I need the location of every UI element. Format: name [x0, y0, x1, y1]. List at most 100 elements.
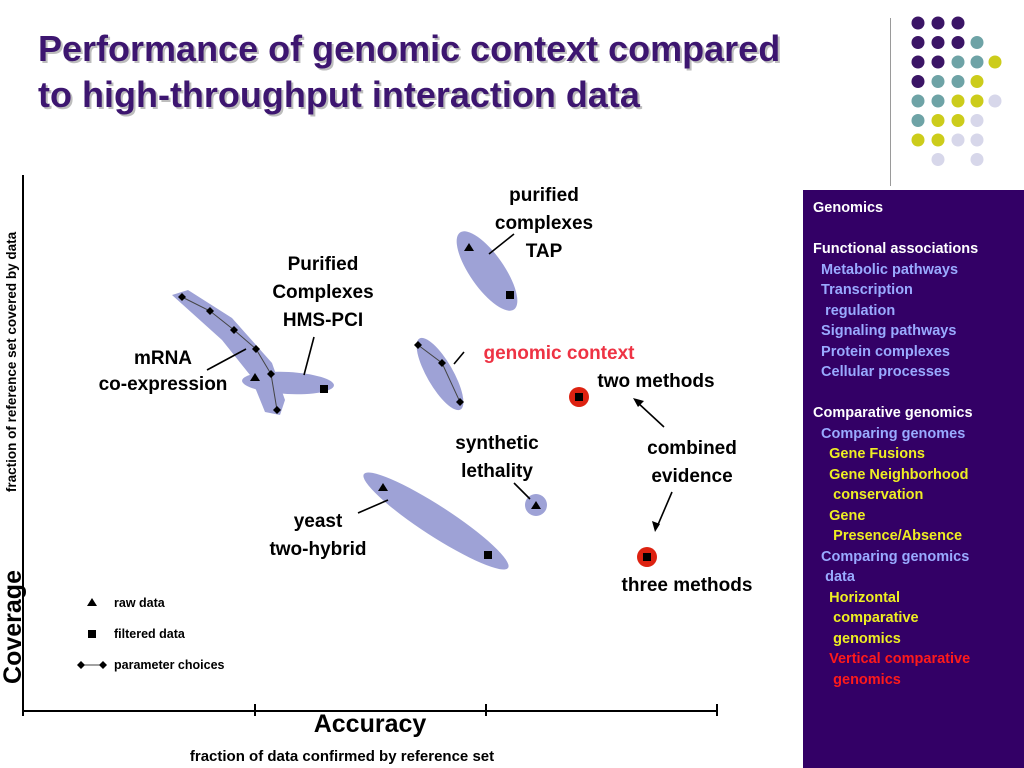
leader-hms-pci — [303, 336, 315, 376]
square-marker — [575, 393, 583, 401]
leader-genomic-context — [453, 351, 465, 365]
decorative-dot — [951, 36, 965, 49]
legend-diamond-icon — [99, 661, 107, 669]
slide-title-line2: to high-throughput interaction data — [38, 74, 640, 115]
triangle-marker — [531, 501, 541, 509]
arrow-to-three-methods — [656, 491, 673, 528]
divider-line — [890, 18, 891, 186]
diamond-marker — [252, 345, 260, 353]
decorative-dot — [931, 153, 945, 166]
label-two-methods: two methods — [597, 371, 714, 392]
triangle-marker — [250, 373, 260, 381]
sidebar-line: conservation — [813, 487, 924, 503]
arrowhead-two-methods — [633, 398, 644, 407]
sidebar-line: data — [813, 569, 855, 585]
diamond-marker — [438, 359, 446, 367]
y-axis-title: Coverage — [0, 570, 27, 684]
leader-tap — [488, 233, 515, 255]
decorative-dot — [951, 16, 965, 30]
decorative-dot — [931, 133, 945, 147]
decorative-dot — [988, 94, 1002, 108]
sidebar-line: regulation — [813, 302, 896, 319]
sidebar-line — [813, 219, 1024, 240]
sidebar-line — [813, 383, 1024, 404]
sidebar-line: Comparing genomes — [813, 425, 966, 442]
decorative-dot — [931, 94, 945, 108]
data-markers — [178, 243, 651, 561]
decorative-dot — [911, 16, 925, 30]
decorative-dot — [911, 94, 925, 108]
decorative-dot — [970, 94, 984, 108]
leader-yeast — [357, 499, 389, 514]
sidebar-line: genomics — [813, 630, 901, 647]
arrowhead-three-methods — [652, 521, 660, 532]
decorative-dot — [911, 133, 925, 147]
region-hms-pci — [242, 371, 334, 395]
decorative-dot — [970, 153, 984, 166]
sidebar-line: comparative — [813, 610, 919, 626]
decorative-dot — [970, 36, 984, 49]
decorative-dot-grid — [911, 16, 1002, 166]
sidebar-line: Gene Neighborhood — [813, 466, 969, 483]
decorative-dot — [931, 36, 945, 49]
sidebar-line: Metabolic pathways — [813, 261, 959, 278]
decorative-dot — [911, 114, 925, 127]
diamond-marker — [206, 307, 214, 315]
sidebar-line: Horizontal — [813, 589, 900, 606]
leader-lines — [206, 233, 673, 528]
sidebar-line: Functional associations — [813, 241, 979, 257]
decorative-dot — [970, 114, 984, 127]
leader-synthetic-lethality — [513, 482, 531, 500]
legend-label-raw: raw data — [114, 596, 166, 610]
decorative-dot — [970, 133, 984, 147]
param-line-mrna — [181, 296, 278, 411]
decorative-dot — [951, 114, 965, 127]
chart-legend: raw data filtered data parameter choices — [77, 596, 225, 672]
region-genomic-context — [416, 337, 464, 411]
decorative-dot — [931, 16, 945, 30]
x-axis-title: Accuracy — [314, 710, 427, 738]
legend-triangle-icon — [87, 598, 97, 606]
decorative-dot — [951, 55, 965, 69]
leader-mrna — [206, 348, 247, 371]
sidebar-line: genomics — [813, 671, 901, 688]
sidebar-line: Transcription — [813, 282, 913, 298]
decorative-dot — [951, 133, 965, 147]
decorative-dot — [988, 55, 1002, 69]
x-ticks — [22, 704, 718, 716]
sidebar-line: Genomics — [813, 200, 884, 216]
sidebar-line: Presence/Absence — [813, 528, 963, 544]
square-marker — [643, 553, 651, 561]
sidebar-line: Comparative genomics — [813, 405, 973, 421]
sidebar-line: Gene Fusions — [813, 446, 925, 462]
slide-title-line1: Performance of genomic context compared — [38, 28, 781, 69]
sidebar-line: Cellular processes — [813, 364, 951, 380]
diamond-marker — [456, 398, 464, 406]
diamond-marker — [414, 341, 422, 349]
diamond-marker — [178, 293, 186, 301]
decorative-dot — [911, 75, 925, 88]
sidebar-line: Protein complexes — [813, 343, 950, 360]
label-three-methods: three methods — [622, 575, 753, 596]
legend-label-filtered: filtered data — [114, 627, 186, 641]
diamond-marker — [230, 326, 238, 334]
slide-title: Performance of genomic context compared … — [38, 26, 878, 118]
sidebar-line: Comparing genomics — [813, 548, 970, 565]
y-axis-subtitle: fraction of reference set covered by dat… — [4, 231, 19, 492]
triangle-marker — [464, 243, 474, 251]
sidebar-line: Gene — [813, 507, 866, 524]
diamond-marker — [273, 406, 281, 414]
decorative-dot — [970, 55, 984, 69]
decorative-dot — [911, 36, 925, 49]
square-marker — [484, 551, 492, 559]
region-tap — [456, 231, 518, 311]
decorative-dot — [951, 94, 965, 108]
region-yeast-two-hybrid — [363, 472, 509, 570]
